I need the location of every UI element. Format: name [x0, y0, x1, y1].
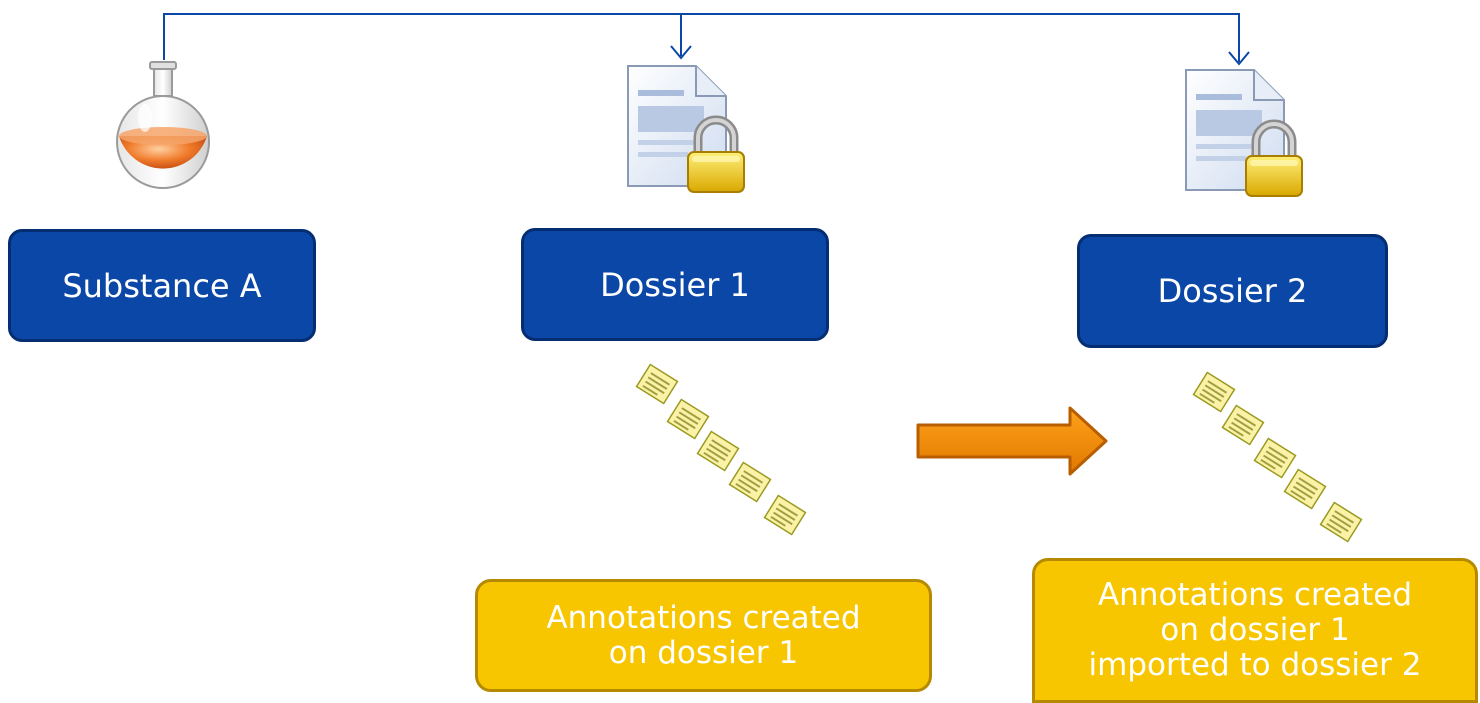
- locked-document-icon: [628, 66, 744, 192]
- dossier-1-label: Dossier 1: [600, 265, 750, 304]
- annotations-dossier-1-text: Annotations created on dossier 1: [546, 599, 861, 671]
- connector-arrowhead-dossier2: [1228, 51, 1250, 66]
- connector-trunk: [163, 13, 1240, 62]
- note-icon: [1283, 468, 1327, 510]
- annotation-notes-dossier2: [1192, 371, 1363, 543]
- note-icon: [666, 398, 710, 440]
- connector-lines: [163, 13, 1250, 66]
- annotations-dossier-1-callout: Annotations created on dossier 1: [475, 579, 932, 692]
- dossier-2-label: Dossier 2: [1157, 272, 1308, 310]
- note-icon: [1319, 501, 1363, 543]
- flask-icon: [116, 61, 210, 189]
- dossier-2-node: Dossier 2: [1077, 234, 1388, 348]
- annotations-dossier-2-callout: Annotations created on dossier 1 importe…: [1032, 558, 1478, 703]
- substance-a-node: Substance A: [8, 229, 316, 342]
- note-icon: [1253, 437, 1297, 479]
- note-icon: [1192, 371, 1236, 413]
- connector-arrowhead-dossier1: [670, 45, 692, 60]
- note-icon: [1221, 404, 1265, 446]
- substance-a-label: Substance A: [62, 266, 262, 305]
- dossier-1-node: Dossier 1: [521, 228, 829, 341]
- note-icon: [763, 494, 807, 536]
- note-icon: [696, 430, 740, 472]
- locked-document-icon: [1186, 70, 1302, 196]
- annotation-notes-dossier1: [635, 363, 807, 536]
- flow-arrow: [916, 406, 1108, 476]
- annotations-dossier-2-text: Annotations created on dossier 1 importe…: [1088, 577, 1422, 683]
- note-icon: [635, 363, 679, 405]
- note-icon: [728, 461, 772, 503]
